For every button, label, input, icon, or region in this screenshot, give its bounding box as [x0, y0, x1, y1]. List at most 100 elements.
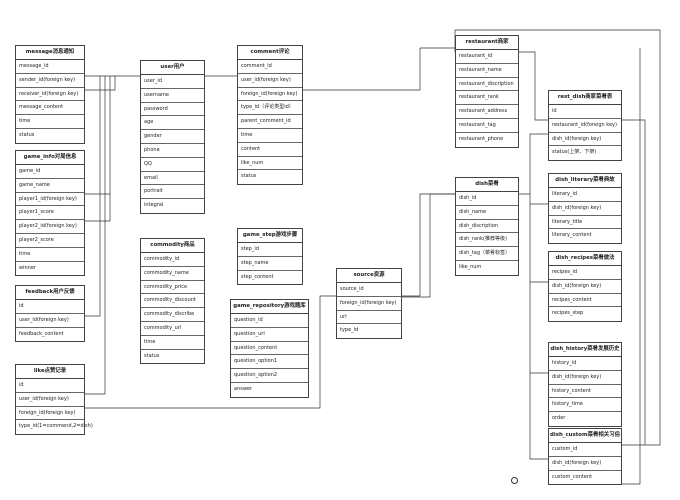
table-field: password: [141, 103, 204, 117]
table-title: dish_history菜肴发展历史: [549, 343, 621, 357]
table-field: user_id(foreign key): [238, 74, 302, 88]
table-field: QQ: [141, 158, 204, 172]
table-field: receiver_id(foreign key): [16, 88, 84, 102]
table-field: age: [141, 116, 204, 131]
cursor-indicator: [511, 477, 518, 484]
table-field: recipes_id: [549, 266, 621, 280]
relation-comment-foreign: [303, 47, 455, 91]
table-field: type_id: [340, 327, 359, 334]
table-field: commodity_url: [141, 322, 204, 336]
table-field: restaurant_tag: [456, 119, 518, 133]
table-field: history_time: [549, 398, 621, 413]
table-title: comment评论: [238, 46, 302, 60]
table-title: dish_literary菜肴典故: [549, 174, 621, 188]
table-field: sender_id(foreign key): [16, 74, 84, 88]
table-field: dish_tag（菜肴标签）: [456, 247, 518, 261]
table-field: answer: [234, 385, 253, 392]
table-field: phone: [141, 144, 204, 158]
relation-recipes-dish: [529, 204, 548, 283]
table-field: step_content: [241, 273, 274, 280]
table-field: dish_id(foreign key): [549, 280, 621, 294]
table-title: feedback用户反馈: [16, 286, 84, 300]
table-field: status: [19, 131, 35, 138]
table-title: game_step游戏步骤: [238, 229, 302, 243]
table-field: parent_comment_id: [238, 115, 302, 129]
table-title: message消息通知: [16, 46, 84, 60]
table-field: literary_title: [549, 216, 621, 230]
table-field: message_id: [16, 60, 84, 74]
table-field: type_id（评论类型id）: [238, 101, 302, 116]
table-field: url: [337, 311, 401, 325]
table-field: dish_id(foreign key): [549, 457, 621, 471]
table-title: game_repository游戏题库: [231, 300, 308, 314]
table-field: status(上架、下架): [552, 149, 597, 156]
table-field: commodity_price: [141, 281, 204, 295]
table-title: rest_dish商家菜肴表: [549, 91, 621, 105]
table-field: restaurant_rank: [456, 91, 518, 106]
table-field: custom_id: [549, 443, 621, 457]
table-title: commodity商品: [141, 239, 204, 253]
table-field: dish_discription: [456, 220, 518, 234]
table-field: feedback_content: [19, 330, 64, 337]
table-field: message_content: [16, 101, 84, 116]
table-field: step_name: [238, 257, 302, 271]
table-field: custom_content: [552, 473, 593, 480]
table-field: restaurant_id(foreign key): [549, 119, 621, 133]
table-field: game_name: [16, 179, 84, 193]
table-field: commodity_discount: [141, 294, 204, 309]
table-field: commodity_discribe: [141, 308, 204, 322]
table-field: question_url: [231, 328, 308, 342]
table-title: user用户: [141, 61, 204, 75]
relation-restdish-dish: [519, 133, 548, 195]
table-field: type_id(1=commend,2=dish): [19, 423, 93, 430]
table-field: foreign_id(foreign key): [238, 88, 302, 102]
table-field: source_id: [337, 283, 401, 297]
table-title: dish菜肴: [456, 178, 518, 192]
table-field: dish_id(foreign key): [549, 133, 621, 147]
relation-literary-dish: [529, 194, 548, 205]
relation-feedback-user: [85, 76, 101, 317]
table-field: restaurant_discription: [456, 78, 518, 92]
table-field: order: [552, 415, 566, 422]
table-field: id: [16, 300, 84, 314]
table-field: winner: [19, 264, 36, 271]
table-field: restaurant_phone: [459, 135, 504, 142]
table-field: dish_id(foreign key): [549, 371, 621, 385]
table-field: like_num: [238, 157, 302, 171]
table-field: dish_id: [456, 192, 518, 206]
table-field: player1_score: [16, 206, 84, 221]
table-field: game_id: [16, 165, 84, 179]
table-field: foreign_id(foreign key): [16, 407, 84, 421]
table-field: id: [549, 105, 621, 119]
table-title: dish_recipes菜肴做法: [549, 252, 621, 266]
table-field: commodity_name: [141, 267, 204, 281]
table-field: status: [144, 352, 160, 359]
relation-game-player2-user: [85, 194, 111, 222]
relation-outer-bus-2: [622, 119, 646, 445]
table-field: dish_name: [456, 206, 518, 220]
table-field: recipes_content: [549, 294, 621, 308]
table-field: time: [238, 129, 302, 143]
table-field: step_id: [238, 243, 302, 257]
table-field: user_id(foreign key): [16, 314, 84, 328]
relation-custom-dish: [529, 373, 548, 460]
table-field: literary_content: [552, 232, 592, 239]
table-field: dish_rank(推荐等级): [456, 233, 518, 248]
